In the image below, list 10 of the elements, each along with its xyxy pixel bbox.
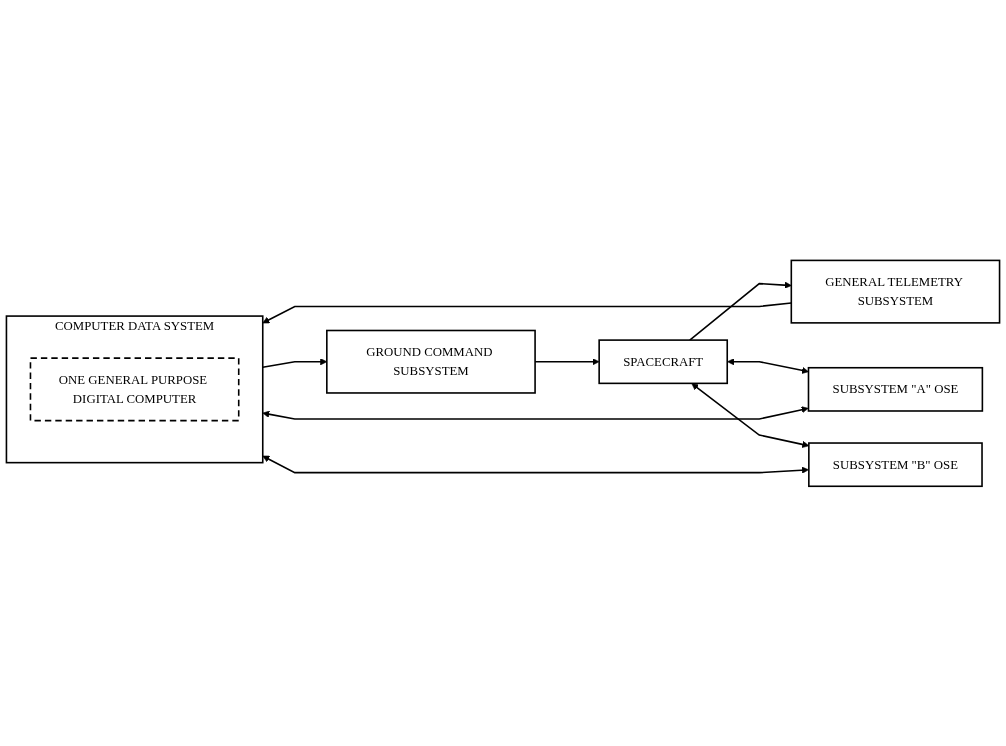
arrow <box>262 405 809 420</box>
node-box: ONE GENERAL PURPOSE DIGITAL COMPUTER <box>29 356 240 422</box>
arrow <box>727 357 809 374</box>
node-box: GROUND COMMAND SUBSYSTEM <box>326 329 536 394</box>
node-box: GENERAL TELEMETRY SUBSYSTEM <box>790 259 1001 324</box>
node-box: SUBSYSTEM "B" OSE <box>808 441 983 487</box>
node-box: SUBSYSTEM "A" OSE <box>807 366 984 412</box>
node-box: SPACECRAFT <box>598 338 729 384</box>
arrow <box>689 281 792 341</box>
arrow <box>262 455 809 474</box>
